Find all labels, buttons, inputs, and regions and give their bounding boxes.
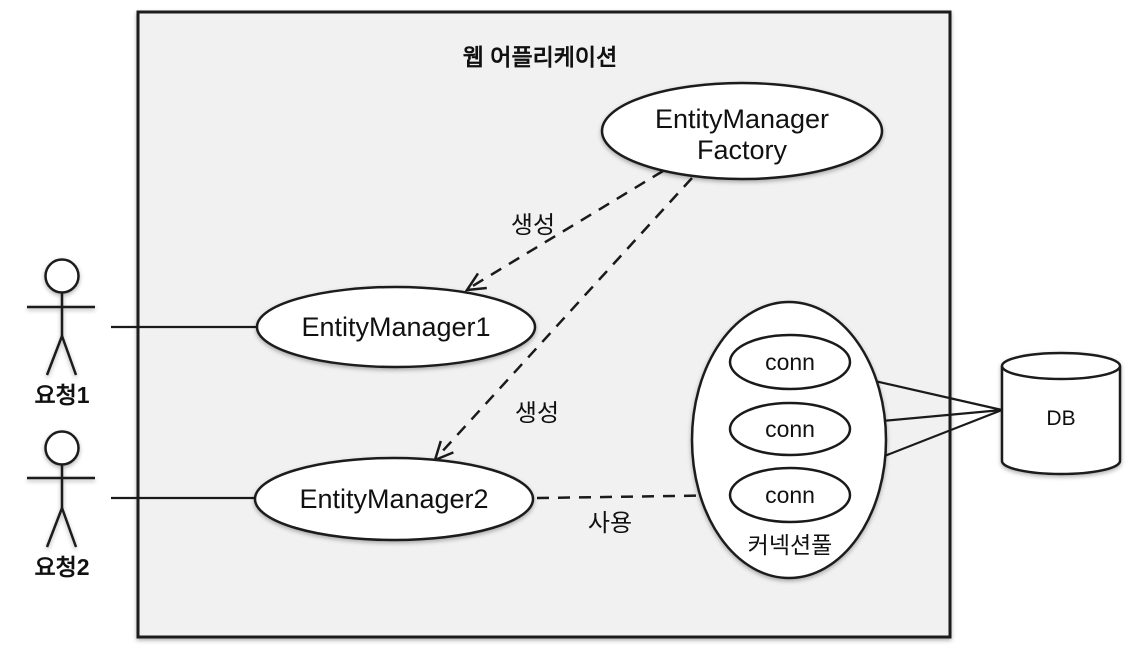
node-entity-manager1: EntityManager1 [255,285,537,369]
edge-create-em2-label: 생성 [515,400,559,427]
entity-manager-factory-ellipse [600,81,884,181]
entity-manager1-ellipse [255,285,537,369]
web-application-title: 웹 어플리케이션 [463,44,618,70]
entity-manager1-label: EntityManager1 [301,312,490,342]
actor-request1 [27,258,95,376]
actor2-label: 요청2 [34,554,89,580]
entity-manager-factory-label-line2: Factory [697,135,788,165]
actor1-head-icon [44,258,80,294]
db-label: DB [1046,407,1075,430]
conn1-label: conn [765,349,815,375]
edge-use-conn-line [536,494,709,500]
conn3-label: conn [765,482,815,508]
actor2-head-icon [44,430,80,466]
conn2-ellipse [728,401,852,457]
conn1-ellipse [728,333,852,391]
edge-create-em1-label: 생성 [511,212,555,239]
actor1-label: 요청1 [34,382,89,408]
node-entity-manager2: EntityManager2 [253,456,535,542]
edge-create-em1 [464,169,664,292]
actor-request2 [27,430,95,548]
entity-manager2-ellipse [253,456,535,542]
conn2-label: conn [765,416,815,442]
node-db: DB [1000,351,1122,476]
node-connection-pool: conn conn conn 커넥션풀 [690,300,888,580]
edge-create-em1-line [470,169,664,289]
node-entity-manager-factory: EntityManager Factory [600,81,884,181]
db-cylinder-body [1000,366,1122,476]
db-cylinder-top [1000,351,1122,381]
entity-manager-factory-label-line1: EntityManager [655,104,829,134]
entity-manager2-label: EntityManager2 [299,484,488,514]
actor2-legs [45,504,78,548]
edge-use-conn-label: 사용 [588,510,632,537]
edge-create-em1-arrowhead-icon [464,272,487,292]
conn3-ellipse [728,466,852,524]
actor1-legs [45,332,78,376]
connection-pool-label: 커넥션풀 [748,532,833,558]
